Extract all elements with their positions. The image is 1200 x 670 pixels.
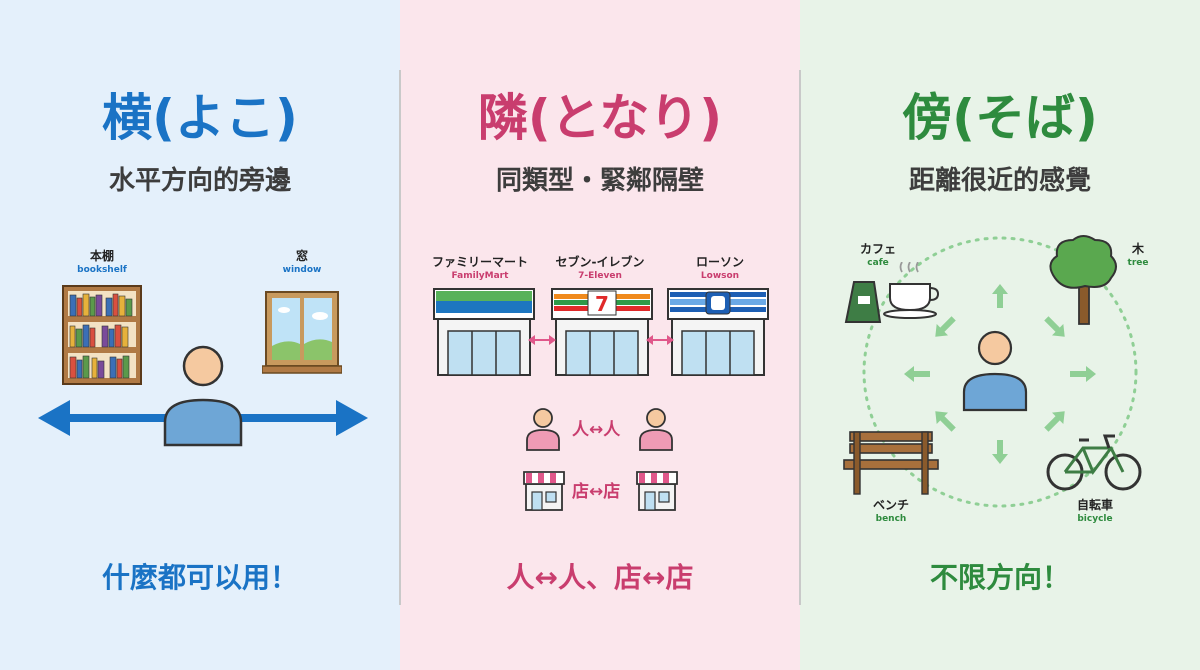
bicycle-label: 自転車 bicycle bbox=[1065, 498, 1125, 525]
store-label-jp: セブン-イレブン bbox=[555, 255, 645, 269]
tree-icon bbox=[1049, 235, 1117, 325]
shop-icon bbox=[523, 471, 565, 511]
bicycle-label-en: bicycle bbox=[1077, 514, 1113, 524]
seven-eleven-logo-icon: 7 bbox=[595, 292, 609, 316]
bench-label: ベンチ bench bbox=[861, 498, 921, 525]
bookshelf-icon bbox=[62, 285, 142, 385]
store-label-en: FamilyMart bbox=[451, 271, 509, 281]
window-label-jp: 窓 bbox=[295, 249, 308, 263]
store-label-seven-eleven: セブン-イレブン 7-Eleven bbox=[542, 255, 658, 282]
cafe-label: カフェ cafe bbox=[848, 242, 908, 269]
bench-label-en: bench bbox=[875, 514, 907, 524]
tree-label: 木 tree bbox=[1118, 242, 1158, 269]
store-label-familymart: ファミリーマート FamilyMart bbox=[422, 255, 538, 282]
bicycle-label-jp: 自転車 bbox=[1076, 498, 1113, 512]
panel-title: 横(よこ) bbox=[102, 89, 298, 147]
tree-label-jp: 木 bbox=[1131, 242, 1144, 256]
panel-divider bbox=[399, 70, 401, 605]
store-label-jp: ローソン bbox=[695, 255, 744, 269]
window-icon bbox=[262, 291, 342, 374]
lawson-store-icon bbox=[667, 288, 769, 376]
person-icon bbox=[526, 408, 560, 451]
tree-label-en: tree bbox=[1127, 258, 1149, 268]
radial-arrows-icon bbox=[904, 284, 1096, 464]
cafe-icon bbox=[844, 262, 940, 323]
person-icon bbox=[962, 330, 1028, 412]
bicycle-icon bbox=[1046, 434, 1142, 491]
panel-subtitle: 水平方向的旁邊 bbox=[108, 166, 291, 196]
store-label-en: 7-Eleven bbox=[578, 271, 622, 281]
panel-subtitle: 距離很近的感覺 bbox=[908, 166, 1091, 196]
window-label: 窓 window bbox=[262, 249, 342, 276]
panel-footer: 不限方向！ bbox=[929, 561, 1070, 594]
pair-shops-label: 店↔店 bbox=[572, 482, 621, 502]
seven-eleven-store-icon: 7 bbox=[551, 288, 653, 376]
panel-title: 隣(となり) bbox=[477, 89, 723, 147]
pair-people-label: 人↔人 bbox=[572, 420, 621, 440]
panel-footer: 什麼都可以用！ bbox=[101, 561, 298, 594]
store-label-lawson: ローソン Lowson bbox=[662, 255, 778, 282]
store-label-en: Lowson bbox=[700, 271, 740, 281]
panel-footer: 人↔人、店↔店 bbox=[506, 561, 694, 594]
pink-double-arrow-icon bbox=[646, 335, 674, 345]
panel-tonari: 隣(となり) 同類型・緊鄰隔壁 ファミリーマート FamilyMart セブン-… bbox=[400, 0, 800, 670]
person-icon bbox=[163, 345, 243, 447]
panel-yoko: 横(よこ) 水平方向的旁邊 本棚 bookshelf 窓 window bbox=[0, 0, 400, 670]
panel-subtitle: 同類型・緊鄰隔壁 bbox=[495, 166, 704, 196]
bookshelf-label-en: bookshelf bbox=[77, 265, 127, 275]
pink-double-arrow-icon bbox=[528, 335, 556, 345]
cafe-label-jp: カフェ bbox=[859, 242, 896, 256]
panel-title: 傍(そば) bbox=[902, 89, 1098, 147]
panel-soba: 傍(そば) 距離很近的感覺 カフェ bbox=[800, 0, 1200, 670]
panel-divider bbox=[799, 70, 801, 605]
bookshelf-label: 本棚 bookshelf bbox=[62, 249, 142, 276]
bookshelf-label-jp: 本棚 bbox=[89, 249, 114, 263]
bench-icon bbox=[843, 431, 939, 495]
shop-icon bbox=[636, 471, 678, 511]
familymart-store-icon bbox=[433, 288, 535, 376]
cafe-label-en: cafe bbox=[867, 258, 889, 268]
bench-label-jp: ベンチ bbox=[872, 498, 909, 512]
store-label-jp: ファミリーマート bbox=[431, 255, 528, 269]
window-label-en: window bbox=[282, 265, 322, 275]
person-icon bbox=[639, 408, 673, 451]
dotted-circle-icon bbox=[862, 236, 1138, 508]
